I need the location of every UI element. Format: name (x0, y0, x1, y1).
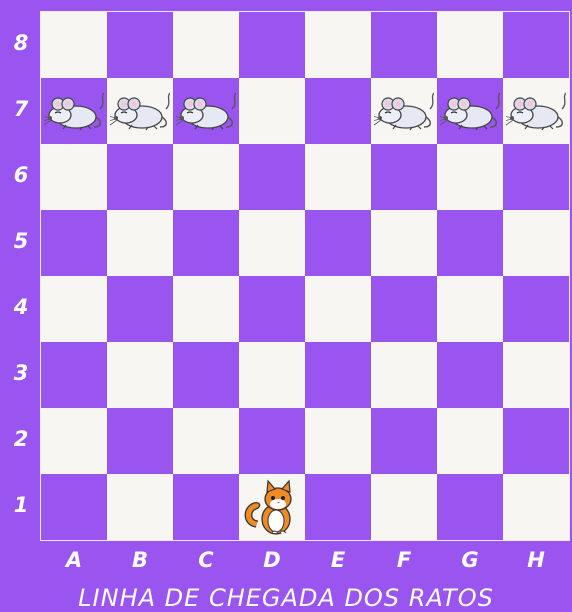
square-b5[interactable] (107, 210, 173, 276)
file-label: B (107, 548, 173, 572)
square-h2[interactable] (503, 408, 569, 474)
square-e5[interactable] (305, 210, 371, 276)
square-d1[interactable] (239, 474, 305, 540)
square-a7[interactable] (41, 78, 107, 144)
mouse-icon (506, 91, 566, 131)
square-c2[interactable] (173, 408, 239, 474)
square-d4[interactable] (239, 276, 305, 342)
square-a6[interactable] (41, 144, 107, 210)
square-c4[interactable] (173, 276, 239, 342)
square-f2[interactable] (371, 408, 437, 474)
file-label: G (437, 548, 503, 572)
square-a4[interactable] (41, 276, 107, 342)
square-d5[interactable] (239, 210, 305, 276)
square-g7[interactable] (437, 78, 503, 144)
mouse-icon (374, 91, 434, 131)
finish-line-caption: LINHA DE CHEGADA DOS RATOS (0, 584, 572, 612)
square-b6[interactable] (107, 144, 173, 210)
game-board (40, 11, 570, 541)
square-h5[interactable] (503, 210, 569, 276)
mouse-icon (44, 91, 104, 131)
square-g8[interactable] (437, 12, 503, 78)
square-a5[interactable] (41, 210, 107, 276)
mouse-icon (110, 91, 170, 131)
square-d6[interactable] (239, 144, 305, 210)
square-e8[interactable] (305, 12, 371, 78)
mouse-icon (440, 91, 500, 131)
square-c7[interactable] (173, 78, 239, 144)
file-label: A (41, 548, 107, 572)
square-a3[interactable] (41, 342, 107, 408)
square-e3[interactable] (305, 342, 371, 408)
file-label: H (503, 548, 569, 572)
mouse-icon (176, 91, 236, 131)
square-c5[interactable] (173, 210, 239, 276)
square-g5[interactable] (437, 210, 503, 276)
square-d8[interactable] (239, 12, 305, 78)
square-e6[interactable] (305, 144, 371, 210)
rank-label: 3 (8, 361, 34, 385)
square-g1[interactable] (437, 474, 503, 540)
file-label: F (371, 548, 437, 572)
rank-label: 8 (8, 31, 34, 55)
file-label: E (305, 548, 371, 572)
square-e1[interactable] (305, 474, 371, 540)
mouse-piece[interactable] (110, 91, 170, 131)
square-f5[interactable] (371, 210, 437, 276)
rank-label: 1 (8, 493, 34, 517)
mouse-piece[interactable] (44, 91, 104, 131)
square-e4[interactable] (305, 276, 371, 342)
square-f6[interactable] (371, 144, 437, 210)
square-a2[interactable] (41, 408, 107, 474)
mouse-piece[interactable] (440, 91, 500, 131)
square-f4[interactable] (371, 276, 437, 342)
rank-label: 2 (8, 427, 34, 451)
rank-label: 5 (8, 229, 34, 253)
rank-label: 6 (8, 163, 34, 187)
square-b2[interactable] (107, 408, 173, 474)
square-h3[interactable] (503, 342, 569, 408)
square-f7[interactable] (371, 78, 437, 144)
square-c1[interactable] (173, 474, 239, 540)
square-e2[interactable] (305, 408, 371, 474)
mouse-piece[interactable] (176, 91, 236, 131)
square-d7[interactable] (239, 78, 305, 144)
square-a8[interactable] (41, 12, 107, 78)
square-f8[interactable] (371, 12, 437, 78)
square-g2[interactable] (437, 408, 503, 474)
rank-label: 7 (8, 97, 34, 121)
square-f3[interactable] (371, 342, 437, 408)
square-b4[interactable] (107, 276, 173, 342)
mouse-piece[interactable] (506, 91, 566, 131)
square-g3[interactable] (437, 342, 503, 408)
cat-icon (242, 477, 302, 537)
square-b3[interactable] (107, 342, 173, 408)
file-label: D (239, 548, 305, 572)
square-d2[interactable] (239, 408, 305, 474)
square-a1[interactable] (41, 474, 107, 540)
square-c8[interactable] (173, 12, 239, 78)
mouse-piece[interactable] (374, 91, 434, 131)
square-h1[interactable] (503, 474, 569, 540)
file-label: C (173, 548, 239, 572)
square-h8[interactable] (503, 12, 569, 78)
square-c6[interactable] (173, 144, 239, 210)
square-h6[interactable] (503, 144, 569, 210)
square-h4[interactable] (503, 276, 569, 342)
square-g4[interactable] (437, 276, 503, 342)
square-c3[interactable] (173, 342, 239, 408)
square-b1[interactable] (107, 474, 173, 540)
square-d3[interactable] (239, 342, 305, 408)
square-e7[interactable] (305, 78, 371, 144)
square-g6[interactable] (437, 144, 503, 210)
square-b8[interactable] (107, 12, 173, 78)
rank-label: 4 (8, 295, 34, 319)
square-h7[interactable] (503, 78, 569, 144)
square-f1[interactable] (371, 474, 437, 540)
cat-piece[interactable] (242, 477, 302, 537)
square-b7[interactable] (107, 78, 173, 144)
